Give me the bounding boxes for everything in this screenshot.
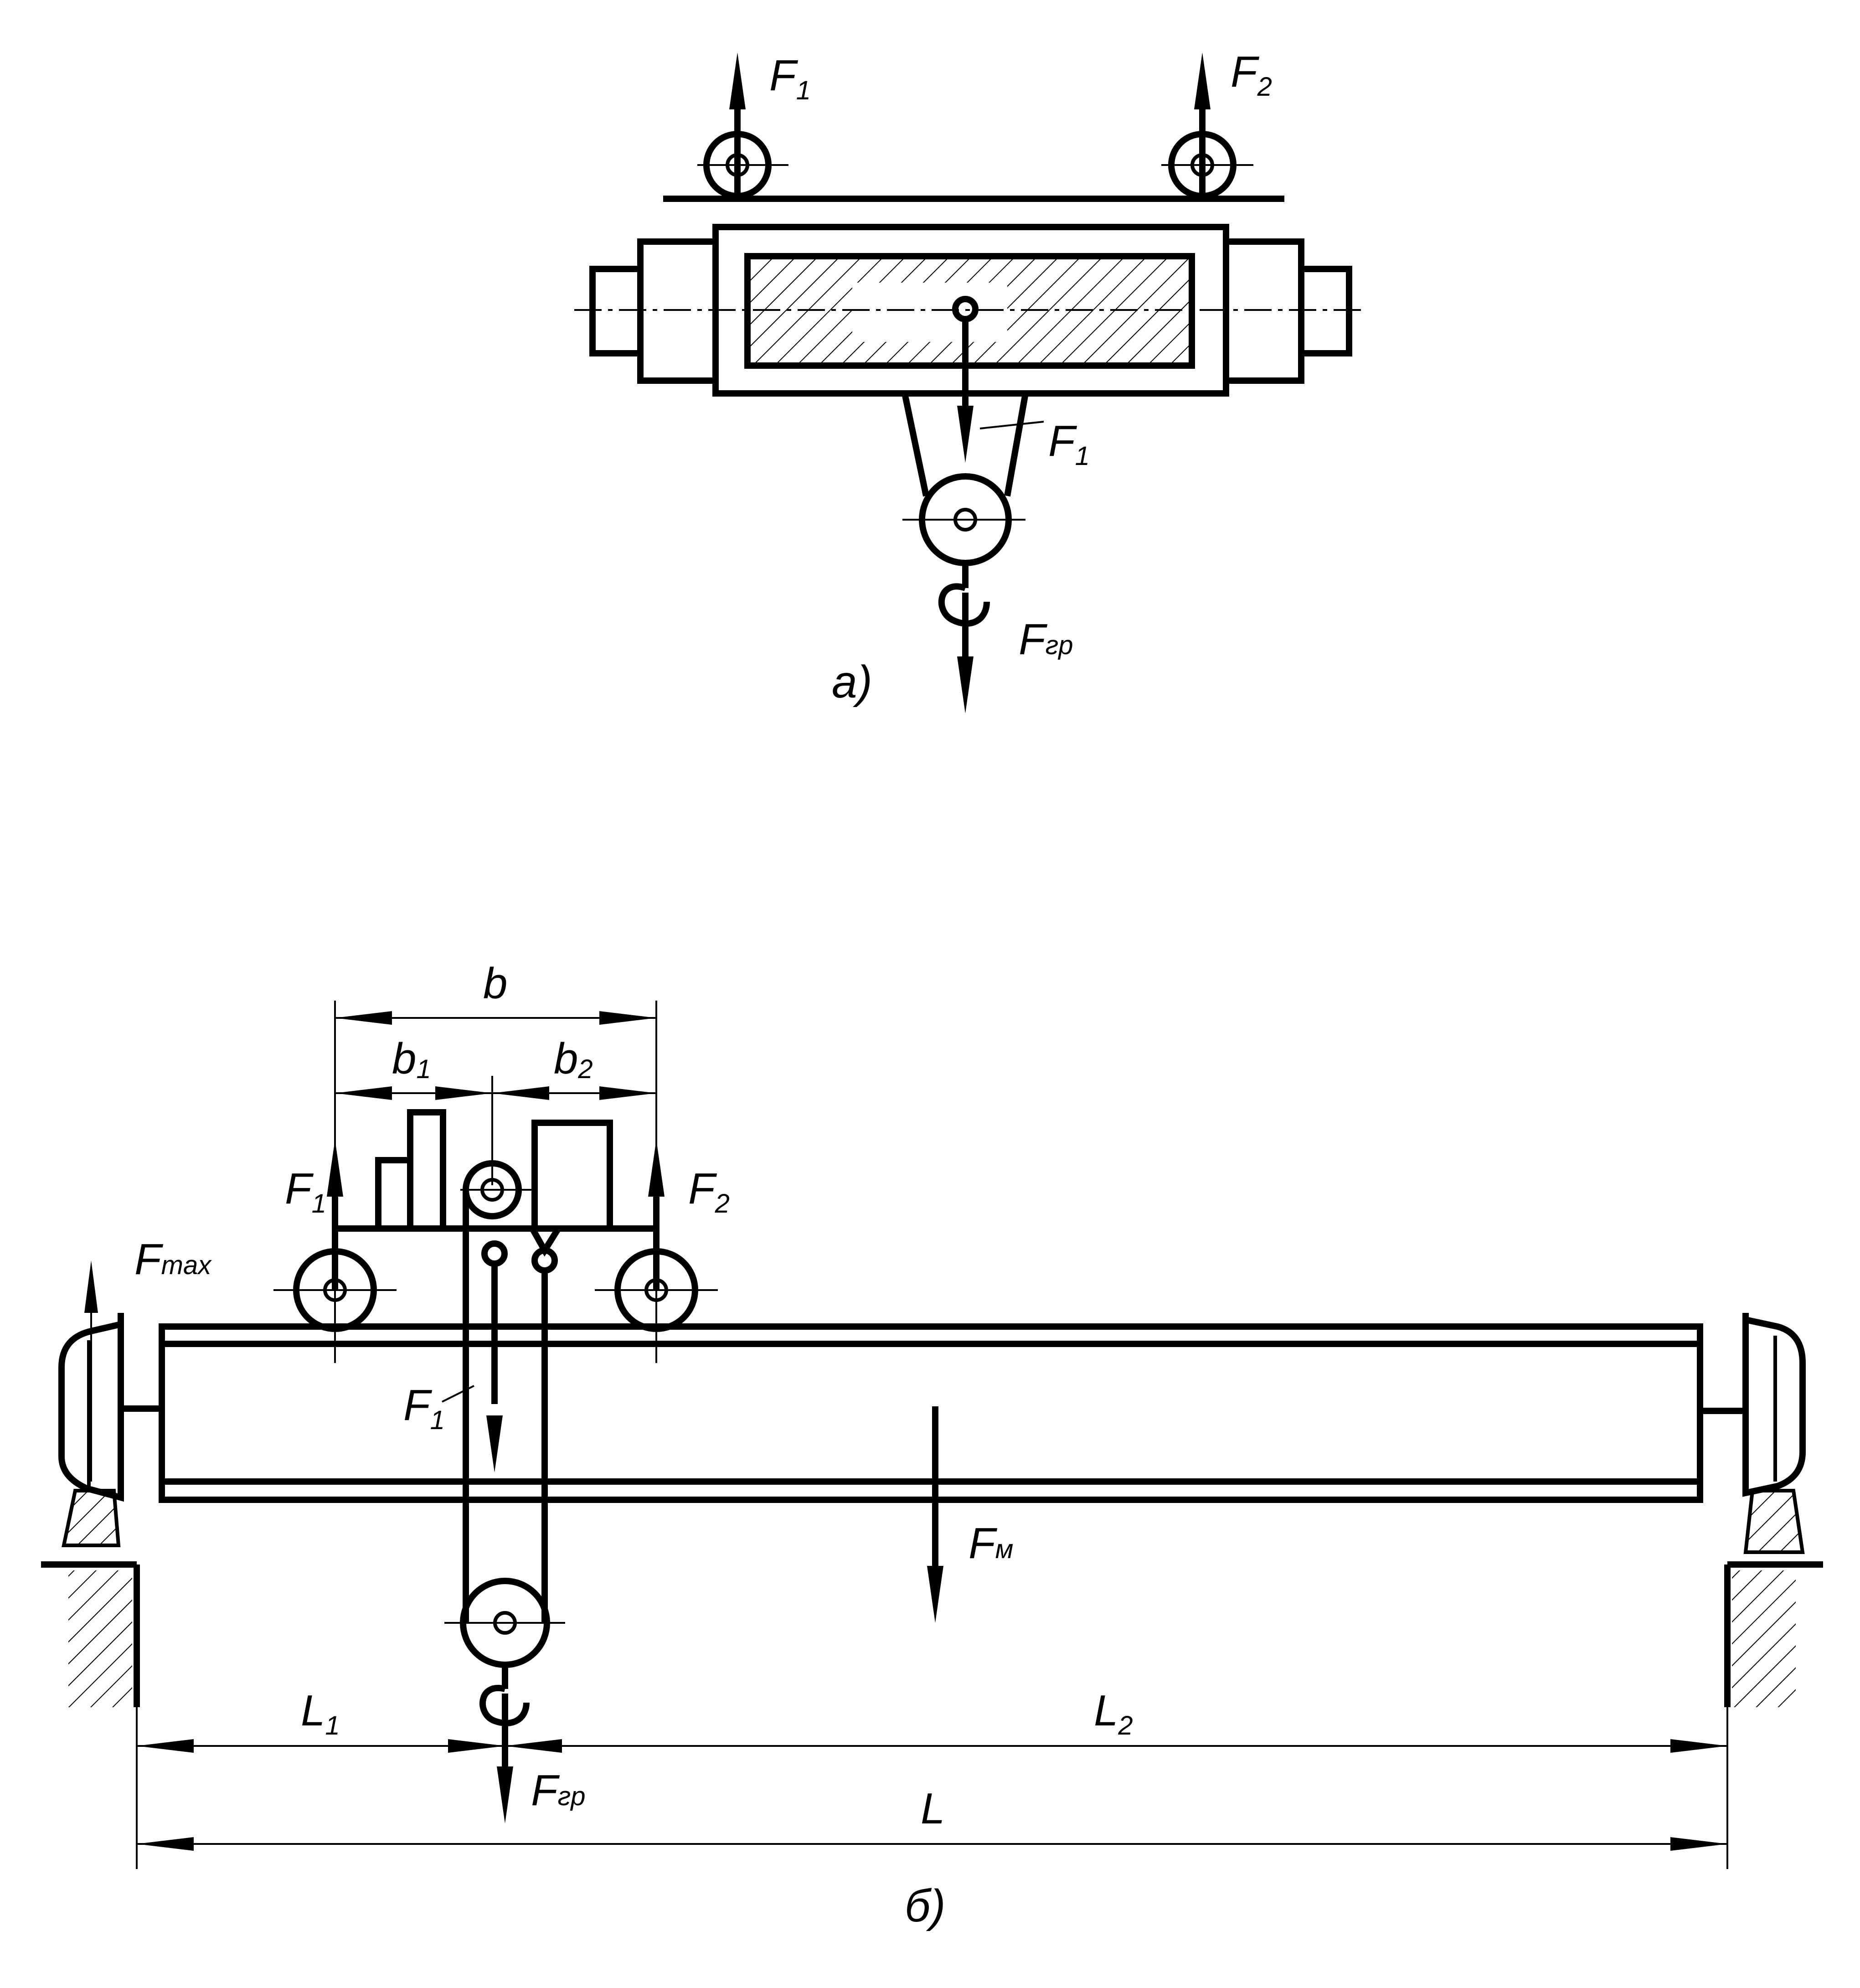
- left-gearbox: [637, 238, 719, 384]
- label-l: L: [921, 1784, 945, 1833]
- hook-bracket-left: [902, 392, 929, 497]
- hook-bottom: [479, 1665, 530, 1726]
- force-arrow-f2-top: [1194, 52, 1211, 109]
- label-l1: L1: [301, 1686, 340, 1740]
- end-carriage-left: [58, 1313, 162, 1547]
- rope-force-arrow-top: [957, 319, 1044, 463]
- caption-b: б): [905, 1880, 946, 1931]
- label-f2-top: F2: [1231, 47, 1272, 102]
- label-b2: b2: [554, 1034, 593, 1084]
- label-fgr-top: Fгр: [1019, 615, 1073, 664]
- gearbox-block: [531, 1120, 613, 1232]
- right-shaft-end: [1298, 266, 1352, 356]
- label-fgr-bottom: Fгр: [531, 1766, 586, 1815]
- crane-side-view: b b1 b2: [41, 959, 1823, 1931]
- ground-left: [41, 1561, 140, 1707]
- right-gearbox: [1223, 238, 1304, 384]
- caption-a: а): [832, 656, 872, 707]
- end-carriage-right: [1700, 1313, 1806, 1554]
- anchor-bracket: [529, 1227, 561, 1257]
- right-wheel: [1161, 108, 1253, 199]
- left-shaft-end: [589, 266, 644, 356]
- label-rope-f1-top: F1: [1048, 417, 1090, 471]
- dimension-l: [137, 1837, 1727, 1851]
- rope-force-arrow-bottom: [442, 1264, 503, 1472]
- left-wheel: [697, 108, 788, 199]
- label-l2: L2: [1094, 1686, 1133, 1740]
- motor-small: [375, 1157, 413, 1232]
- label-fmax: Fmax: [134, 1235, 212, 1284]
- force-arrow-f1-top: [729, 52, 746, 109]
- hook: [938, 563, 990, 627]
- label-rope-f1-bottom: F1: [403, 1381, 445, 1435]
- label-b: b: [483, 959, 507, 1008]
- hook-bracket-right: [1004, 392, 1029, 497]
- label-f1-bottom: F1: [285, 1164, 326, 1219]
- ground-right: [1724, 1561, 1823, 1707]
- motor-tall: [407, 1109, 446, 1232]
- label-b1: b1: [392, 1034, 431, 1084]
- main-girder: [159, 1323, 1703, 1503]
- rope-anchor-left: [481, 1240, 508, 1267]
- dimension-b: [334, 1001, 657, 1363]
- trolley-top-view: F1 F2 F1: [574, 47, 1367, 713]
- label-f1-top: F1: [769, 51, 811, 105]
- drum-pulley: [460, 1160, 538, 1219]
- load-force-arrow-top: [957, 593, 974, 713]
- force-arrow-f2-bottom: [648, 1140, 665, 1290]
- force-arrow-fm: [927, 1406, 943, 1623]
- label-fm: Fм: [969, 1519, 1013, 1568]
- label-f2-bottom: F2: [688, 1164, 730, 1219]
- force-arrow-fmax: [84, 1260, 98, 1482]
- load-force-arrow-bottom: [497, 1694, 513, 1823]
- force-arrow-f1-bottom: [327, 1140, 343, 1290]
- dimension-l1-l2: [136, 1707, 1728, 1869]
